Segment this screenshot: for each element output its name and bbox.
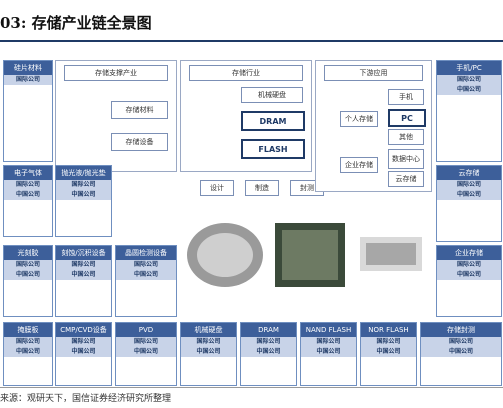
industry-panel: 存储行业 机械硬盘 DRAM FLASH — [180, 60, 312, 172]
industry-item-hdd: 机械硬盘 — [241, 87, 303, 103]
industry-item-dram: DRAM — [241, 111, 305, 131]
stage-design: 设计 — [200, 180, 234, 196]
app-cloud: 云存储 — [388, 171, 424, 187]
cell: 中国公司 — [116, 347, 176, 357]
column-head: NAND FLASH — [301, 323, 356, 337]
cell: 中国公司 — [116, 270, 176, 280]
cell: 中国公司 — [4, 190, 52, 200]
stage-manufacture: 制造 — [245, 180, 279, 196]
bottom-col-3: NOR FLASH 国际公司 中国公司 — [360, 322, 417, 386]
page-title: 03: 存储产业链全景图 — [0, 14, 152, 32]
column-head: 手机/PC — [437, 61, 501, 75]
product-photos — [180, 215, 430, 295]
support-panel: 存储支撑产业 存储材料 存储设备 — [55, 60, 177, 172]
industry-item-flash: FLASH — [241, 139, 305, 159]
left-col-3: 光刻胶 国际公司 中国公司 — [3, 245, 53, 317]
cell: 国际公司 — [437, 260, 501, 270]
cell: 国际公司 — [4, 180, 52, 190]
bottom-col-4: 存储封测 国际公司 中国公司 — [420, 322, 502, 386]
column-head: 机械硬盘 — [181, 323, 236, 337]
cell: 中国公司 — [241, 347, 296, 357]
column-head: 晶圆检测设备 — [116, 246, 176, 260]
left-col-4: 刻蚀/沉积设备 国际公司 中国公司 — [55, 245, 112, 317]
column-head: 存储封测 — [421, 323, 501, 337]
cell: 中国公司 — [56, 190, 111, 200]
cell: 中国公司 — [437, 190, 501, 200]
cell: 国际公司 — [116, 260, 176, 270]
left-col-1: 电子气体 国际公司 中国公司 — [3, 165, 53, 237]
left-col-7: CMP/CVD设备 国际公司 中国公司 — [55, 322, 112, 386]
personal-storage: 个人存储 — [340, 111, 378, 127]
bottom-col-1: DRAM 国际公司 中国公司 — [240, 322, 297, 386]
column-head: CMP/CVD设备 — [56, 323, 111, 337]
column-head: 抛光液/抛光垫 — [56, 166, 111, 180]
cell: 国际公司 — [56, 337, 111, 347]
cell: 国际公司 — [421, 337, 501, 347]
industry-header: 存储行业 — [189, 65, 303, 81]
cell: 国际公司 — [4, 260, 52, 270]
cell: 中国公司 — [56, 347, 111, 357]
column-head: 刻蚀/沉积设备 — [56, 246, 111, 260]
cell: 国际公司 — [181, 337, 236, 347]
cell: 中国公司 — [301, 347, 356, 357]
app-phone: 手机 — [388, 89, 424, 105]
app-datacenter: 数据中心 — [388, 149, 424, 169]
left-col-8: PVD 国际公司 中国公司 — [115, 322, 177, 386]
industry-chain-diagram: 存储支撑产业 存储材料 存储设备 存储行业 机械硬盘 DRAM FLASH 设计… — [0, 40, 503, 386]
cell: 国际公司 — [361, 337, 416, 347]
cell: 国际公司 — [241, 337, 296, 347]
cell: 国际公司 — [437, 180, 501, 190]
support-item-materials: 存储材料 — [111, 101, 168, 119]
app-other: 其他 — [388, 129, 424, 145]
column-head: DRAM — [241, 323, 296, 337]
cell: 中国公司 — [181, 347, 236, 357]
cell: 中国公司 — [4, 347, 52, 357]
cell: 国际公司 — [56, 180, 111, 190]
downstream-panel: 下游应用 个人存储 企业存储 手机 PC 其他 数据中心 云存储 — [315, 60, 432, 192]
right-col-2: 企业存储 国际公司 中国公司 — [436, 245, 502, 317]
app-pc: PC — [388, 109, 426, 127]
cell: 国际公司 — [4, 75, 52, 85]
cell: 中国公司 — [4, 270, 52, 280]
cell: 中国公司 — [437, 85, 501, 95]
cell: 国际公司 — [116, 337, 176, 347]
column-head: 光刻胶 — [4, 246, 52, 260]
cell: 中国公司 — [437, 270, 501, 280]
right-col-1: 云存储 国际公司 中国公司 — [436, 165, 502, 242]
column-head: 掩膜板 — [4, 323, 52, 337]
bottom-col-2: NAND FLASH 国际公司 中国公司 — [300, 322, 357, 386]
column-head: NOR FLASH — [361, 323, 416, 337]
cell: 中国公司 — [421, 347, 501, 357]
left-col-5: 晶圆检测设备 国际公司 中国公司 — [115, 245, 177, 317]
downstream-header: 下游应用 — [324, 65, 423, 81]
cell: 国际公司 — [56, 260, 111, 270]
support-item-equipment: 存储设备 — [111, 133, 168, 151]
cell: 国际公司 — [301, 337, 356, 347]
left-col-6: 掩膜板 国际公司 中国公司 — [3, 322, 53, 386]
cell: 中国公司 — [361, 347, 416, 357]
column-head: 电子气体 — [4, 166, 52, 180]
support-header: 存储支撑产业 — [64, 65, 168, 81]
column-head: 云存储 — [437, 166, 501, 180]
left-col-0: 硅片材料 国际公司 — [3, 60, 53, 162]
title-bar: 03: 存储产业链全景图 — [0, 0, 503, 42]
product-photos-art — [187, 223, 422, 287]
source-note: 来源：观研天下，国信证券经济研究所整理 — [0, 387, 503, 404]
cell: 国际公司 — [4, 337, 52, 347]
enterprise-storage: 企业存储 — [340, 157, 378, 173]
column-head: 企业存储 — [437, 246, 501, 260]
bottom-col-0: 机械硬盘 国际公司 中国公司 — [180, 322, 237, 386]
cell: 中国公司 — [56, 270, 111, 280]
column-head: 硅片材料 — [4, 61, 52, 75]
right-col-0: 手机/PC 国际公司 中国公司 — [436, 60, 502, 162]
column-head: PVD — [116, 323, 176, 337]
cell: 国际公司 — [437, 75, 501, 85]
left-col-2: 抛光液/抛光垫 国际公司 中国公司 — [55, 165, 112, 237]
